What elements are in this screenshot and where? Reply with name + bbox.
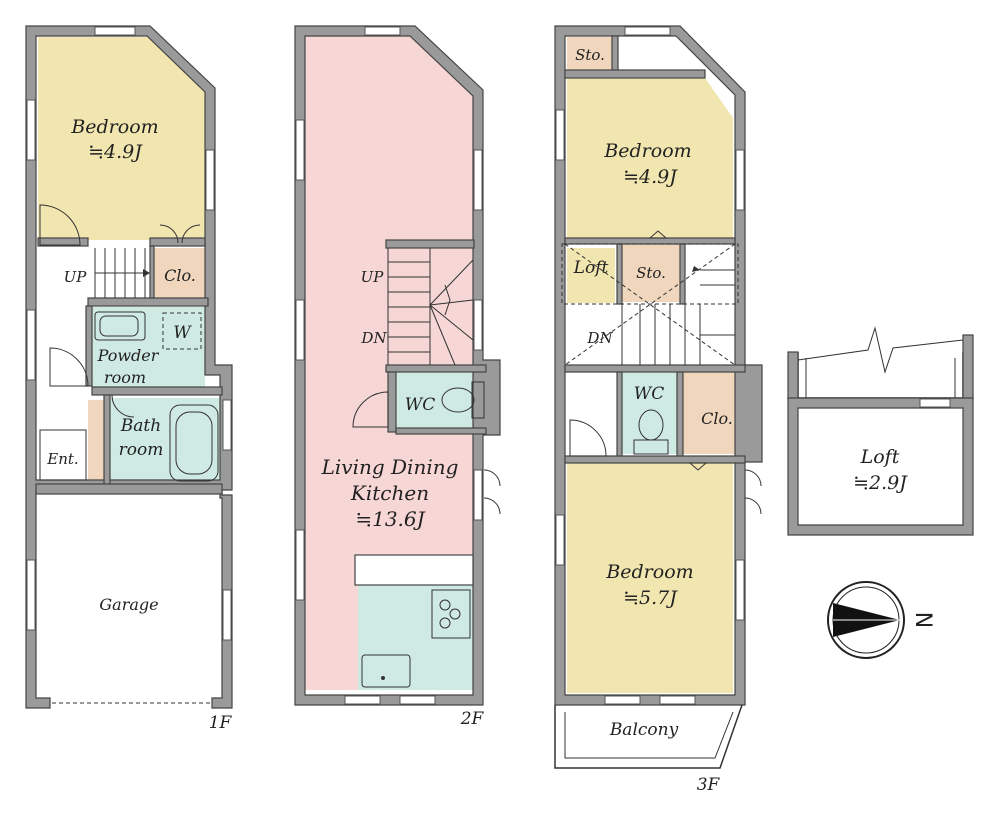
loft-hatch-3f [567, 248, 615, 303]
ldk-label-1: Living Dining [321, 455, 459, 479]
floor-label-1f: 1F [209, 713, 233, 733]
stairs-2f [387, 248, 474, 366]
bedroom-1f [38, 37, 205, 240]
loft-hatch-label: Loft [573, 258, 609, 278]
closet-1f-label: Clo. [164, 266, 196, 285]
bedroom-south-3f-label: Bedroom [605, 561, 693, 583]
loft-area: ≒2.9J [853, 472, 908, 494]
shoe-cabinet-1f [88, 400, 104, 480]
bath-room-label-1: Bath [120, 416, 161, 436]
wc-3f-label: WC [634, 384, 664, 404]
first-floor: Bedroom ≒4.9J UP Clo. W Powder room Bath… [25, 25, 233, 733]
bedroom-south-3f-area: ≒5.7J [623, 587, 678, 609]
powder-room-1f [92, 307, 205, 387]
powder-room-label-1: Powder [97, 346, 160, 365]
floor-label-3f: 3F [697, 775, 721, 795]
entrance-label: Ent. [46, 450, 78, 468]
loft-label: Loft [860, 446, 900, 468]
storage-top-3f [567, 37, 612, 70]
storage-top-3f-label: Sto. [575, 46, 605, 64]
wc-2f-label: WC [405, 395, 435, 415]
closet-3f-label: Clo. [701, 409, 733, 428]
washer-label: W [173, 323, 192, 343]
bedroom-north-3f [567, 78, 733, 238]
bedroom-1f-label: Bedroom [70, 116, 158, 138]
wc-2f [396, 372, 486, 430]
bedroom-north-3f-area: ≒4.9J [623, 166, 678, 188]
ldk-area: ≒13.6J [355, 507, 425, 531]
bedroom-north-3f-label: Bedroom [603, 140, 691, 162]
dn-label-2f: DN [360, 329, 387, 347]
loft-floor: Loft ≒2.9J [787, 326, 974, 536]
up-label-1f: UP [64, 268, 88, 286]
stairs-1f [94, 248, 150, 298]
garage-label: Garage [99, 595, 158, 614]
ldk-2f [305, 36, 473, 690]
bath-room-label-2: room [119, 440, 164, 460]
bath-room-1f [110, 398, 222, 484]
floor-label-2f: 2F [460, 709, 485, 729]
up-label-2f: UP [361, 268, 385, 286]
balcony-label: Balcony [609, 720, 679, 740]
bedroom-1f-area: ≒4.9J [88, 141, 143, 163]
garage-1f [38, 498, 220, 698]
powder-room-label-2: room [104, 368, 146, 387]
storage-mid-3f [622, 244, 680, 302]
stairs-3f [621, 266, 735, 365]
second-floor: UP DN WC Living Dining Kitchen ≒13.6J 2F [294, 25, 501, 729]
closet-1f [153, 248, 205, 298]
storage-mid-3f-label: Sto. [636, 264, 666, 282]
north-label: N [910, 612, 935, 628]
ldk-label-2: Kitchen [350, 481, 429, 505]
third-floor: Sto. Bedroom ≒4.9J Loft Sto. DN WC Clo. … [554, 25, 763, 795]
bedroom-south-3f [567, 463, 733, 693]
compass: N [827, 581, 935, 659]
dn-label-3f: DN [586, 329, 613, 347]
